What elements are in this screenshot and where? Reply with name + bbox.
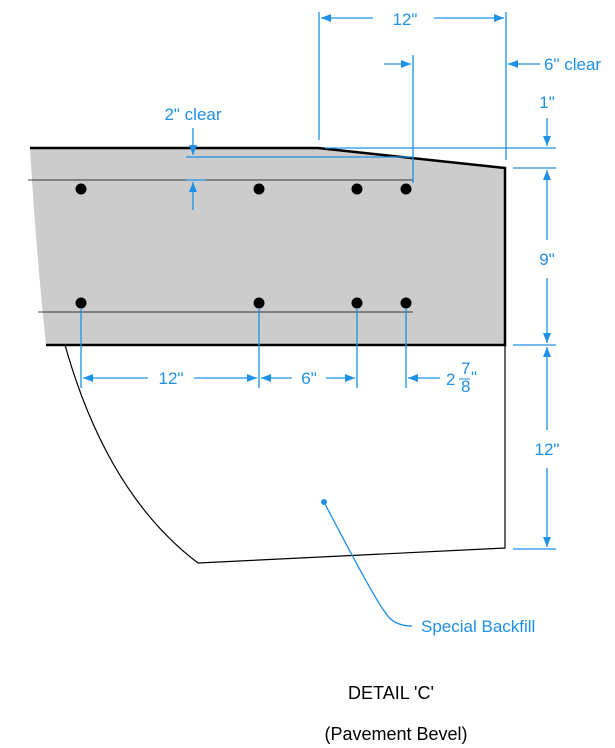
detail-subtitle: (Pavement Bevel) xyxy=(324,724,467,744)
svg-text:7: 7 xyxy=(461,359,470,378)
rebar-dot xyxy=(75,297,87,309)
slab-outline xyxy=(30,146,507,347)
dim-top-12: 12" xyxy=(393,10,418,29)
rebar-dots xyxy=(75,183,412,309)
rebar-dot xyxy=(253,297,265,309)
detail-title: DETAIL 'C' xyxy=(348,683,434,703)
rebar-dot xyxy=(75,183,87,195)
dim-end-offset: 2 7 8 " xyxy=(446,359,477,396)
dim-12-bar-spacing: 12" xyxy=(159,369,184,388)
dim-12-backfill: 12" xyxy=(535,440,560,459)
rebar-dot xyxy=(400,297,412,309)
dimension-lines xyxy=(80,12,556,627)
dim-6-clear: 6" clear xyxy=(544,55,601,74)
rebar-dot xyxy=(351,183,363,195)
concrete-slab xyxy=(30,148,505,345)
dim-9-slab: 9" xyxy=(539,250,555,269)
backfill-leader-dot xyxy=(321,499,327,505)
svg-text:8: 8 xyxy=(461,377,470,396)
svg-text:": " xyxy=(471,368,477,387)
rebar-dot xyxy=(351,297,363,309)
special-backfill-label: Special Backfill xyxy=(421,617,535,636)
dim-2-clear: 2" clear xyxy=(164,105,221,124)
dim-6-bar-spacing: 6" xyxy=(301,369,317,388)
rebar-dot xyxy=(253,183,265,195)
svg-text:2: 2 xyxy=(446,370,455,389)
rebar-dot xyxy=(400,183,412,195)
dim-1-bevel: 1" xyxy=(539,93,555,112)
